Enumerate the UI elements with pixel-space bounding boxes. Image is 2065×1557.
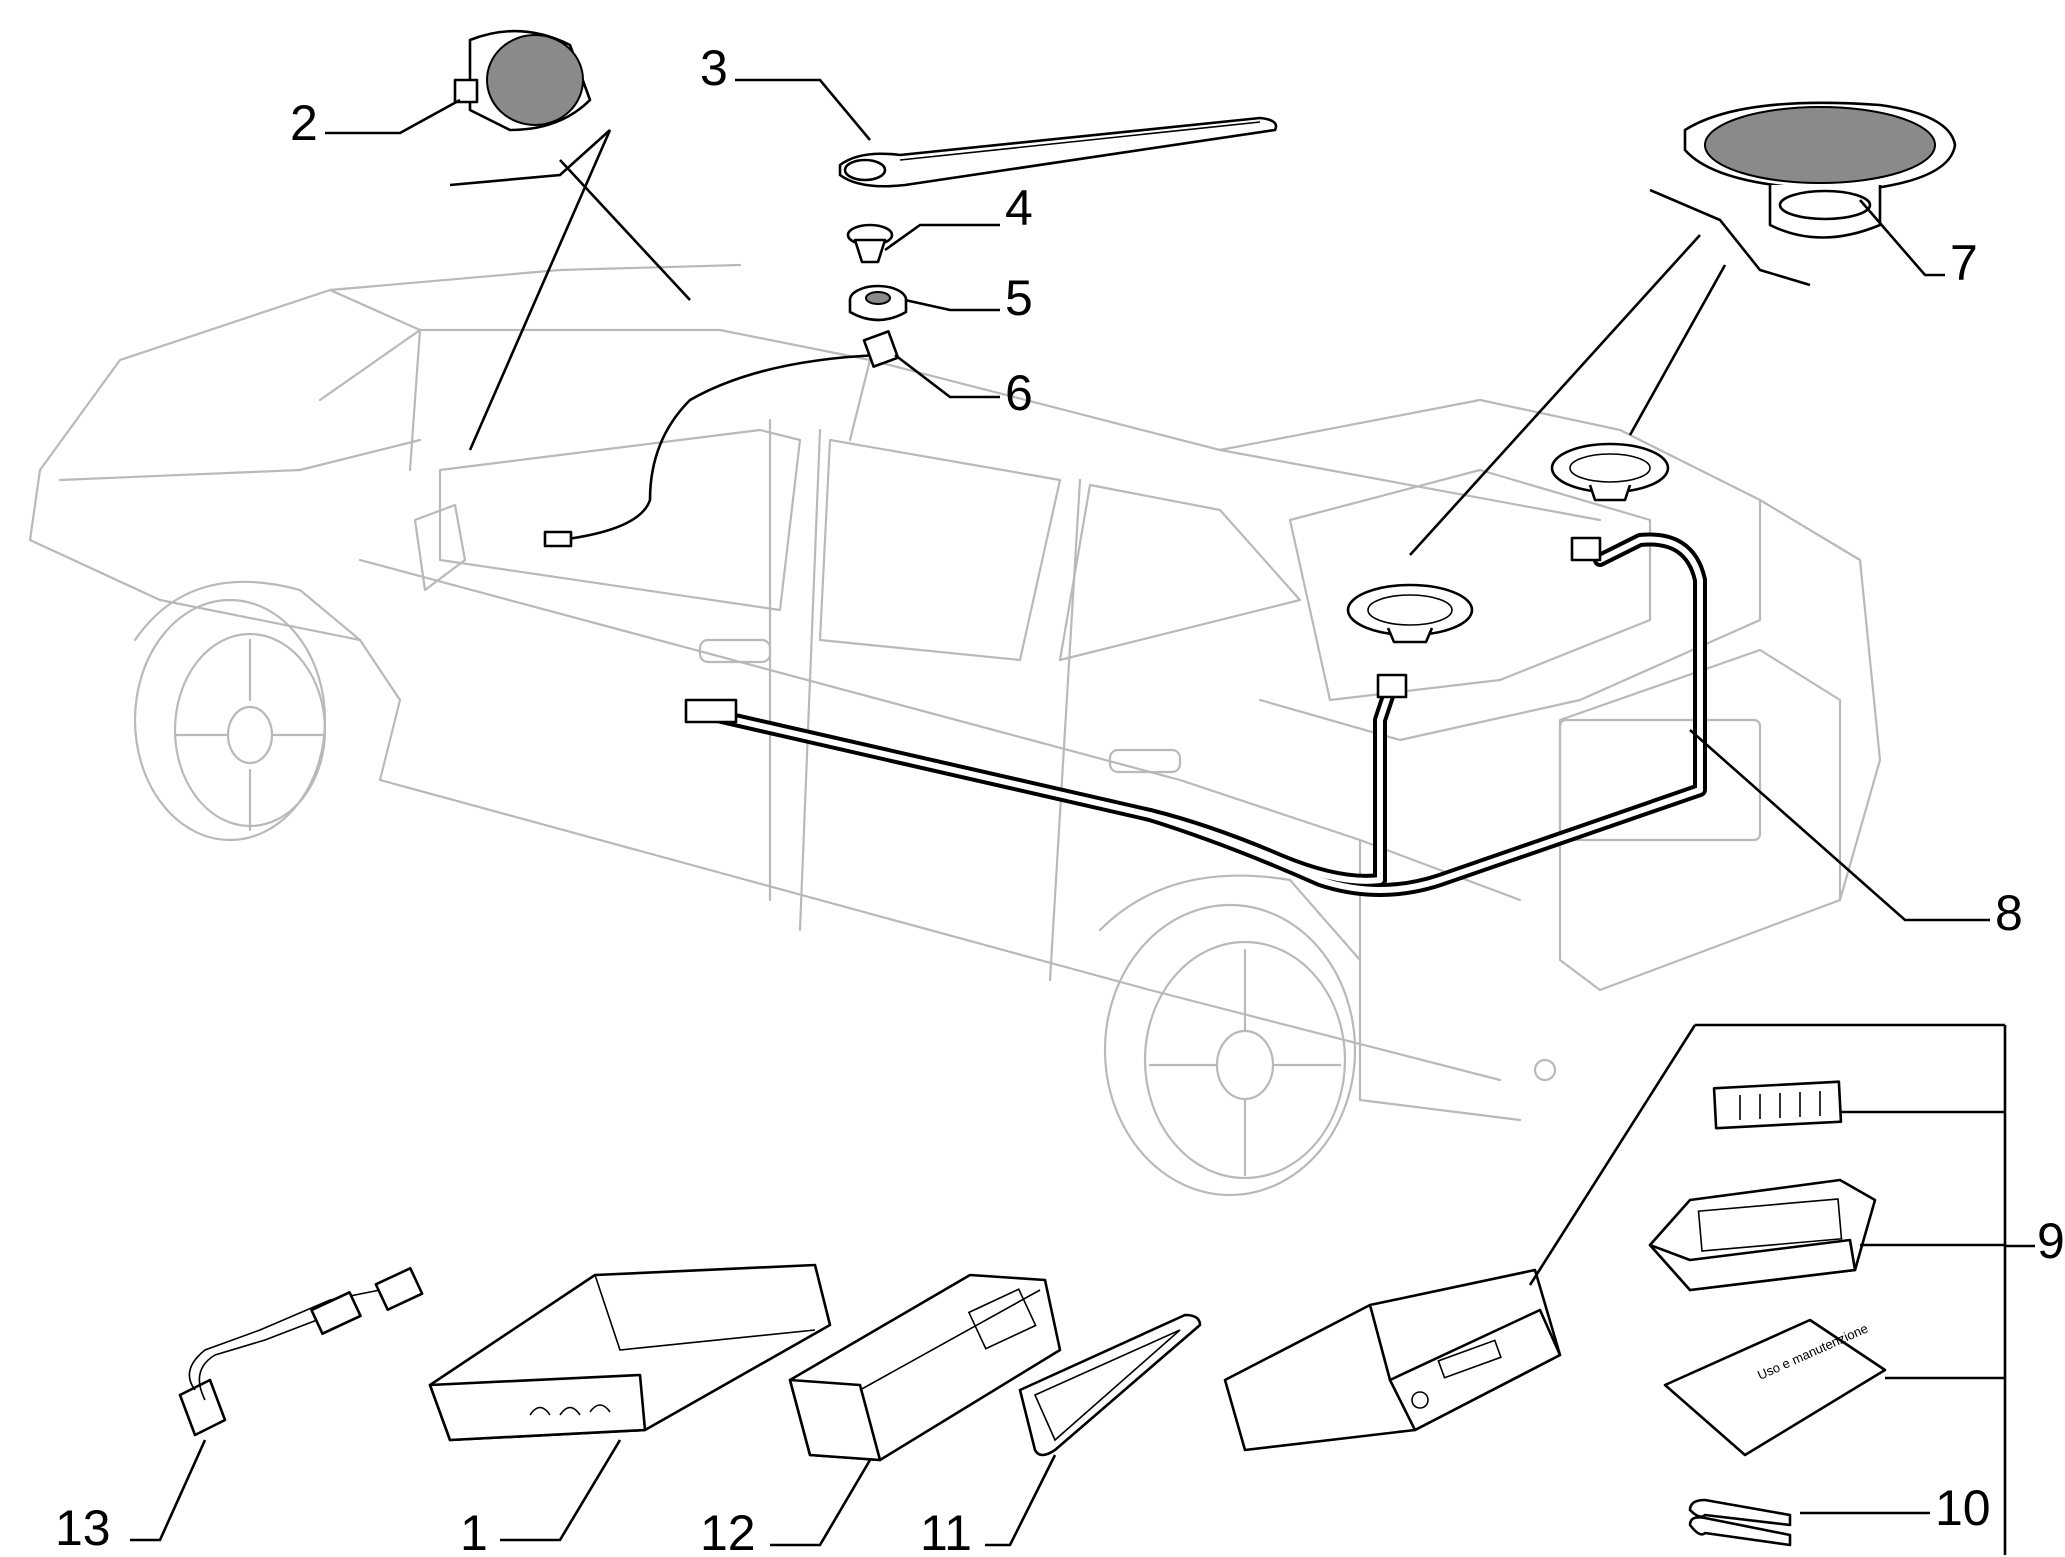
owners-manual-part: Uso e manutenzione bbox=[1663, 1318, 1887, 1457]
callout-6: 6 bbox=[1005, 365, 1033, 421]
callout-8: 8 bbox=[1995, 885, 2023, 941]
rear-speaker-part bbox=[1683, 101, 1957, 239]
trim-plate-part bbox=[1018, 1313, 1202, 1457]
car-outline bbox=[28, 263, 1882, 1197]
release-keys-part bbox=[1688, 1498, 1792, 1547]
harness-connector bbox=[684, 698, 738, 724]
code-card-part bbox=[1712, 1080, 1843, 1130]
antenna-mast-part bbox=[838, 116, 1278, 188]
radio-housing-part bbox=[428, 1263, 832, 1442]
callout-labels: 1 2 3 4 5 6 7 8 9 10 11 12 13 bbox=[55, 40, 2065, 1557]
radio-unit-part bbox=[1223, 1268, 1562, 1452]
callout-2: 2 bbox=[290, 95, 318, 151]
callout-5: 5 bbox=[1005, 270, 1033, 326]
antenna-nut-part bbox=[846, 223, 894, 264]
callout-7: 7 bbox=[1950, 235, 1978, 291]
callout-4: 4 bbox=[1005, 180, 1033, 236]
callout-13: 13 bbox=[55, 1500, 111, 1556]
callout-11: 11 bbox=[920, 1505, 972, 1557]
callout-3: 3 bbox=[700, 40, 728, 96]
leader-lines bbox=[130, 78, 2035, 1555]
adapter-cable-part bbox=[178, 1266, 424, 1437]
antenna-base-part bbox=[848, 284, 908, 322]
rear-speaker-on-car-left bbox=[1346, 583, 1474, 644]
carry-case-part bbox=[1648, 1178, 1877, 1292]
rear-speaker-harness bbox=[684, 532, 1707, 897]
callout-12: 12 bbox=[700, 1505, 756, 1557]
mounting-frame-part bbox=[788, 1273, 1062, 1462]
tweeter-speaker-part bbox=[453, 29, 592, 132]
callout-1: 1 bbox=[460, 1505, 488, 1557]
antenna-connector-part bbox=[862, 330, 900, 368]
antenna-cable bbox=[543, 353, 881, 548]
callout-9: 9 bbox=[2037, 1213, 2065, 1269]
callout-10: 10 bbox=[1935, 1480, 1991, 1536]
rear-speaker-on-car-right bbox=[1550, 442, 1670, 502]
